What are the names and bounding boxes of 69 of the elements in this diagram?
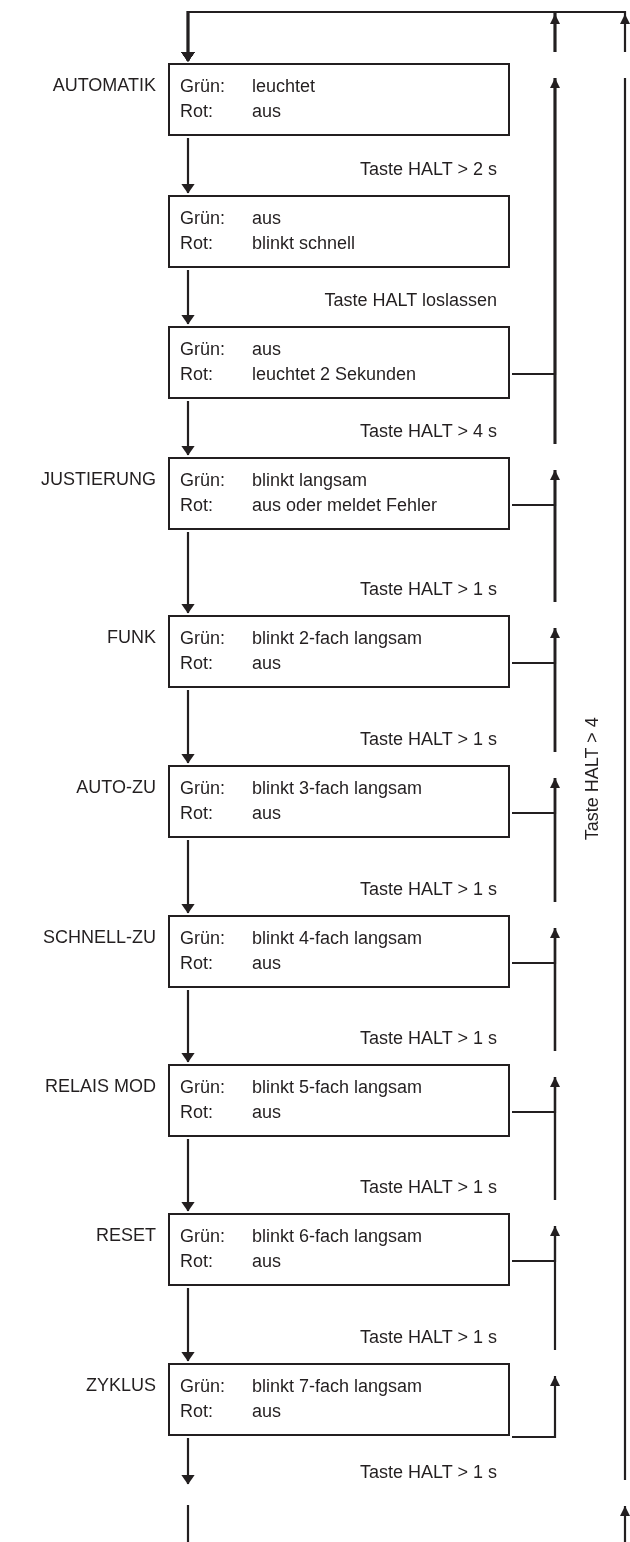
mode-label: FUNK	[107, 627, 156, 649]
state-box	[168, 1213, 510, 1286]
flow-arrow	[181, 690, 195, 764]
flow-arrow	[181, 270, 195, 325]
led-name: Rot:	[180, 233, 214, 255]
led-name: Rot:	[180, 1251, 214, 1273]
led-state: aus	[252, 101, 283, 123]
led-name: Grün:	[180, 628, 227, 650]
led-state: blinkt 4-fach langsam	[252, 928, 424, 950]
led-state: leuchtet 2 Sekunden	[252, 364, 418, 386]
led-state: blinkt 7-fach langsam	[252, 1376, 424, 1398]
led-state: leuchtet	[252, 76, 317, 98]
led-state: aus	[252, 1102, 283, 1124]
state-box	[168, 1363, 510, 1436]
led-name: Grün:	[180, 470, 227, 492]
state-box	[168, 765, 510, 838]
led-name: Grün:	[180, 339, 227, 361]
mode-label: AUTO-ZU	[76, 777, 156, 799]
led-name: Rot:	[180, 1102, 214, 1124]
led-name: Grün:	[180, 1226, 227, 1248]
mode-label: ZYKLUS	[85, 1375, 156, 1397]
state-box	[168, 915, 510, 988]
led-state: aus	[252, 953, 283, 975]
state-box	[168, 326, 510, 399]
led-name: Rot:	[180, 803, 214, 825]
state-box	[168, 195, 510, 268]
led-name: Grün:	[180, 1077, 227, 1099]
mode-label: SCHNELL-ZU	[42, 927, 156, 949]
led-state: aus	[252, 339, 283, 361]
led-name: Grün:	[180, 76, 227, 98]
led-state: blinkt langsam	[252, 470, 369, 492]
led-state: aus	[252, 803, 283, 825]
led-name: Rot:	[180, 495, 214, 517]
flow-arrow	[181, 1139, 195, 1212]
flow-arrow	[181, 1438, 195, 1485]
state-box	[168, 615, 510, 688]
led-name: Rot:	[180, 1401, 214, 1423]
led-state: aus	[252, 653, 283, 675]
flow-arrow	[181, 532, 195, 614]
led-state: blinkt 6-fach langsam	[252, 1226, 424, 1248]
state-box	[168, 1064, 510, 1137]
led-name: Rot:	[180, 101, 214, 123]
state-box	[168, 63, 510, 136]
mode-label: RESET	[96, 1225, 156, 1247]
led-state: blinkt 2-fach langsam	[252, 628, 424, 650]
led-name: Grün:	[180, 928, 227, 950]
flow-arrow	[181, 1288, 195, 1362]
flow-arrow	[181, 401, 195, 456]
state-box	[168, 457, 510, 530]
led-state: blinkt 5-fach langsam	[252, 1077, 424, 1099]
flow-arrow	[181, 990, 195, 1063]
led-name: Rot:	[180, 364, 214, 386]
led-name: Grün:	[180, 1376, 227, 1398]
led-state: aus oder meldet Fehler	[252, 495, 439, 517]
led-name: Grün:	[180, 208, 227, 230]
led-state: aus	[252, 1251, 283, 1273]
flow-arrow	[181, 840, 195, 914]
mode-label: JUSTIERUNG	[41, 469, 156, 491]
return-arrow	[181, 10, 627, 1542]
led-state: aus	[252, 1401, 283, 1423]
mode-label: AUTOMATIK	[52, 75, 156, 97]
led-state: aus	[252, 208, 283, 230]
flow-arrow	[181, 138, 195, 194]
led-name: Rot:	[180, 653, 214, 675]
led-state: blinkt 3-fach langsam	[252, 778, 424, 800]
led-name: Rot:	[180, 953, 214, 975]
led-state: blinkt schnell	[252, 233, 357, 255]
led-name: Grün:	[180, 778, 227, 800]
mode-label: RELAIS MOD	[44, 1076, 156, 1098]
